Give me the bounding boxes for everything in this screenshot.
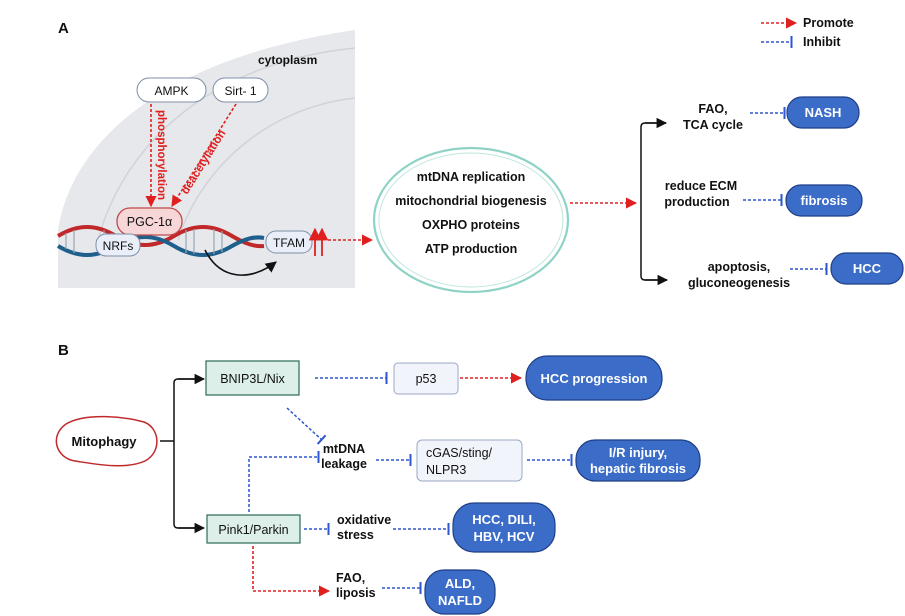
ald-nafld-line-1: ALD, xyxy=(445,576,475,591)
mtdna-leakage-line-2: leakage xyxy=(321,457,367,471)
oxidative-stress-line-1: oxidative xyxy=(337,513,391,527)
pink1-to-fao-arrow xyxy=(252,546,331,597)
pink1-node: Pink1/Parkin xyxy=(206,514,301,544)
legend-inhibit-label: Inhibit xyxy=(803,35,841,49)
cgas-line-2: NLPR3 xyxy=(426,463,466,477)
center-line-3: OXPHO proteins xyxy=(422,218,520,232)
sirt1-to-pgc-arrow xyxy=(171,103,237,207)
fibrosis-node: fibrosis xyxy=(785,184,863,217)
fao-liposis-line-1: FAO, xyxy=(336,571,365,585)
pgc1a-node: PGC-1α xyxy=(116,207,183,236)
mitochondrial-function-node: mtDNA replication mitochondrial biogenes… xyxy=(372,146,570,294)
apoptosis-line-1: apoptosis, xyxy=(708,260,771,274)
ald-nafld-node: ALD, NAFLD xyxy=(424,569,496,615)
nash-label: NASH xyxy=(805,105,842,120)
panel-b-letter: B xyxy=(58,342,69,359)
mitophagy-node: Mitophagy xyxy=(55,415,158,467)
cgas-line-1: cGAS/sting/ xyxy=(426,446,493,460)
tfam-label: TFAM xyxy=(273,236,305,250)
fao-liposis-line-2: liposis xyxy=(336,586,376,600)
ald-nafld-line-2: NAFLD xyxy=(438,593,482,608)
inhibit-mtdna-from-pink1 xyxy=(248,451,320,512)
upregulation-arrows-icon xyxy=(308,227,329,256)
cgas-node: cGAS/sting/ NLPR3 xyxy=(416,439,523,482)
phosphorylation-label: phosphorylation xyxy=(155,110,167,200)
center-line-1: mtDNA replication xyxy=(417,170,526,184)
panel-a-letter: A xyxy=(58,20,69,37)
mitophagy-label: Mitophagy xyxy=(72,434,138,449)
hcc-label: HCC xyxy=(853,261,882,276)
fao-tca-line-1: FAO, xyxy=(698,102,727,116)
bnip3l-label: BNIP3L/Nix xyxy=(220,372,285,386)
nash-node: NASH xyxy=(786,96,860,129)
hcc-dili-line-1: HCC, DILI, xyxy=(472,512,536,527)
inhibit-mtdna-from-bnip3l xyxy=(286,407,327,445)
legend-promote-label: Promote xyxy=(803,16,854,30)
reduce-ecm-line-1: reduce ECM xyxy=(665,179,737,193)
cytoplasm-label: cytoplasm xyxy=(258,53,317,67)
sirt1-label: Sirt- 1 xyxy=(224,84,256,98)
outcome-bracket xyxy=(640,117,669,286)
ir-injury-line-2: hepatic fibrosis xyxy=(590,461,686,476)
mtdna-leakage-line-1: mtDNA xyxy=(323,442,365,456)
center-line-2: mitochondrial biogenesis xyxy=(395,194,546,208)
pink1-label: Pink1/Parkin xyxy=(218,523,288,537)
oxidative-stress-line-2: stress xyxy=(337,528,374,542)
hcc-dili-line-2: HBV, HCV xyxy=(474,529,535,544)
sirt1-node: Sirt- 1 xyxy=(212,77,269,103)
center-line-4: ATP production xyxy=(425,242,518,256)
ampk-label: AMPK xyxy=(154,84,188,98)
hcc-progression-node: HCC progression xyxy=(525,355,663,401)
p53-node: p53 xyxy=(393,362,459,395)
dna-helix-icon xyxy=(56,225,265,257)
mitophagy-bracket xyxy=(160,373,206,534)
tfam-node: TFAM xyxy=(265,230,313,254)
pgc1a-label: PGC-1α xyxy=(127,215,172,229)
hcc-node: HCC xyxy=(830,252,904,285)
apoptosis-line-2: gluconeogenesis xyxy=(688,276,790,290)
fao-tca-line-2: TCA cycle xyxy=(683,118,743,132)
nrfs-to-tfam-arrow xyxy=(204,249,277,276)
nrfs-label: NRFs xyxy=(103,239,134,253)
reduce-ecm-line-2: production xyxy=(664,195,729,209)
ir-injury-line-1: I/R injury, xyxy=(609,445,667,460)
fibrosis-label: fibrosis xyxy=(801,193,848,208)
ampk-node: AMPK xyxy=(136,77,207,103)
bnip3l-node: BNIP3L/Nix xyxy=(205,360,300,396)
hcc-progression-label: HCC progression xyxy=(541,371,648,386)
legend: Promote Inhibit xyxy=(761,16,854,49)
p53-label: p53 xyxy=(416,372,437,386)
nrfs-node: NRFs xyxy=(95,233,141,257)
hcc-dili-node: HCC, DILI, HBV, HCV xyxy=(452,502,556,553)
ir-injury-node: I/R injury, hepatic fibrosis xyxy=(575,439,701,482)
